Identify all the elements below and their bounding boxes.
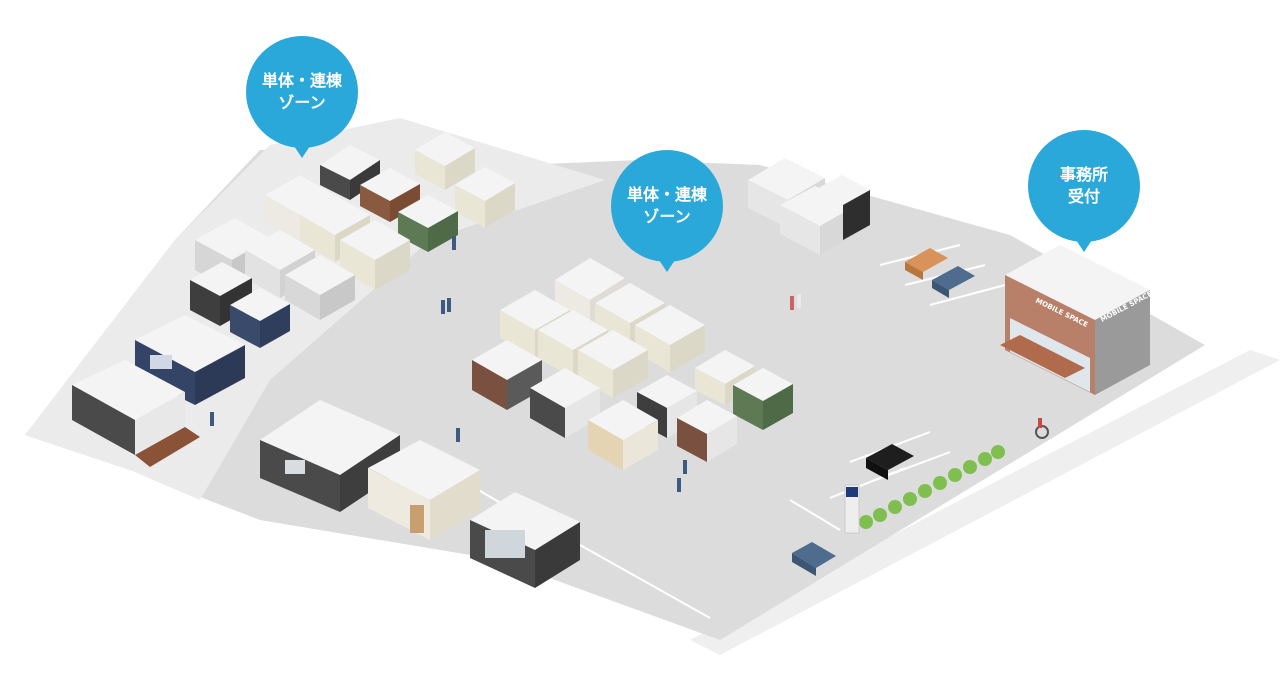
- cars: [792, 248, 975, 576]
- lot-sign: [844, 484, 860, 534]
- building: [588, 400, 658, 470]
- building: [415, 132, 475, 190]
- sidewalk: [690, 350, 1280, 655]
- bubble-line-1: 単体・連棟: [626, 185, 707, 204]
- office-reception-bubble[interactable]: 事務所 受付: [1028, 130, 1140, 252]
- car: [792, 542, 836, 576]
- hedge: [859, 445, 1005, 529]
- people: [210, 236, 1049, 492]
- bubble-line-2: 受付: [1067, 187, 1100, 206]
- bubble-line-2: ゾーン: [278, 93, 326, 112]
- building: [260, 400, 400, 512]
- building: [637, 375, 697, 438]
- building: [455, 167, 515, 228]
- building: [578, 330, 648, 398]
- center-zone-buildings: [472, 258, 793, 470]
- building: [320, 145, 380, 200]
- building: [230, 288, 290, 348]
- building: [360, 168, 420, 222]
- building: [472, 340, 542, 410]
- car: [866, 444, 914, 480]
- building: [72, 360, 200, 467]
- car: [932, 266, 975, 298]
- bottom-left-buildings: [260, 400, 580, 588]
- office-building: MOBILE SPACE MOBILE SPACE: [1000, 245, 1154, 395]
- building: [733, 368, 793, 430]
- car: [905, 248, 948, 280]
- building: [135, 315, 245, 405]
- building: [368, 440, 480, 540]
- left-zone-buildings: [72, 132, 515, 467]
- building: [635, 305, 705, 372]
- bubble-line-1: 事務所: [1059, 165, 1108, 184]
- building: [285, 255, 355, 320]
- building: [398, 195, 458, 252]
- building: [677, 400, 737, 462]
- bubble-line-2: ゾーン: [643, 207, 691, 226]
- building: [340, 220, 410, 290]
- bubble-line-1: 単体・連棟: [261, 71, 342, 90]
- building: [470, 492, 580, 588]
- zone-bubble-single-connected-center[interactable]: 単体・連棟 ゾーン: [611, 150, 723, 272]
- zone-bubble-single-connected-left[interactable]: 単体・連棟 ゾーン: [246, 36, 358, 158]
- building: [530, 368, 600, 438]
- storage-containers: [748, 158, 870, 255]
